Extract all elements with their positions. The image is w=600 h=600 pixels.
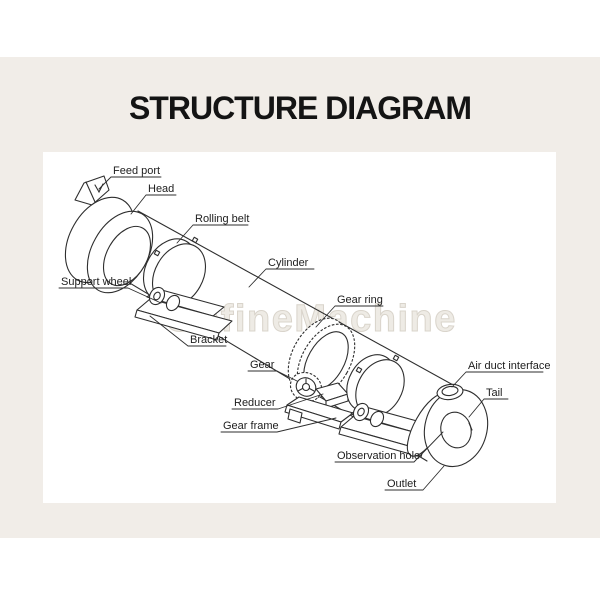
label-gear: Gear (250, 359, 275, 371)
head-shape (64, 196, 154, 294)
support-base-1 (134, 286, 233, 341)
leader-support-wheel (58, 287, 162, 304)
label-outlet: Outlet (387, 478, 416, 490)
leader-observation-hole (334, 431, 444, 463)
label-rolling-belt: Rolling belt (195, 213, 249, 225)
leader-bracket (149, 315, 227, 347)
support-wheel-4 (369, 410, 385, 428)
diagram-panel: GofineMachine (43, 152, 556, 503)
label-gear-frame: Gear frame (223, 420, 279, 432)
label-air-duct-interface: Air duct interface (468, 360, 551, 372)
label-bracket: Bracket (190, 334, 227, 346)
leader-gear-ring (315, 305, 384, 328)
part-labels: Feed port Head Rolling belt Cylinder Gea… (61, 165, 551, 490)
leader-rolling-belt (176, 224, 249, 244)
page-title: STRUCTURE DIAGRAM (128, 90, 472, 126)
leader-cylinder (248, 268, 315, 288)
leader-air-duct-interface (451, 371, 544, 388)
label-tail: Tail (486, 387, 503, 399)
gear-shape (289, 371, 323, 403)
leader-head (130, 194, 177, 215)
label-support-wheel: Support wheel (61, 276, 131, 288)
support-wheel-1 (148, 286, 166, 306)
label-observation-hole: Observation hole (337, 450, 420, 462)
rolling-belt-ring-1 (142, 236, 207, 307)
label-cylinder: Cylinder (268, 257, 309, 269)
leader-outlet (384, 465, 445, 491)
label-gear-ring: Gear ring (337, 294, 383, 306)
reducer-shape (315, 382, 349, 409)
rotary-dryer-structure-diagram: GofineMachine (58, 165, 551, 491)
leader-tail (468, 398, 509, 418)
rolling-belt-ring-2 (346, 354, 405, 417)
leader-reducer (231, 393, 324, 410)
support-wheel-2 (165, 294, 181, 312)
support-wheel-3 (352, 402, 370, 422)
air-duct-shape (436, 383, 464, 401)
tail-shape (406, 383, 489, 468)
leader-gear (247, 370, 298, 382)
leader-gear-frame (220, 417, 337, 433)
label-feed-port: Feed port (113, 165, 160, 177)
gear-frame-shape (284, 396, 354, 430)
label-reducer: Reducer (234, 397, 276, 409)
leader-feed-port (98, 176, 162, 190)
label-head: Head (148, 183, 174, 195)
leader-lines (58, 176, 544, 491)
